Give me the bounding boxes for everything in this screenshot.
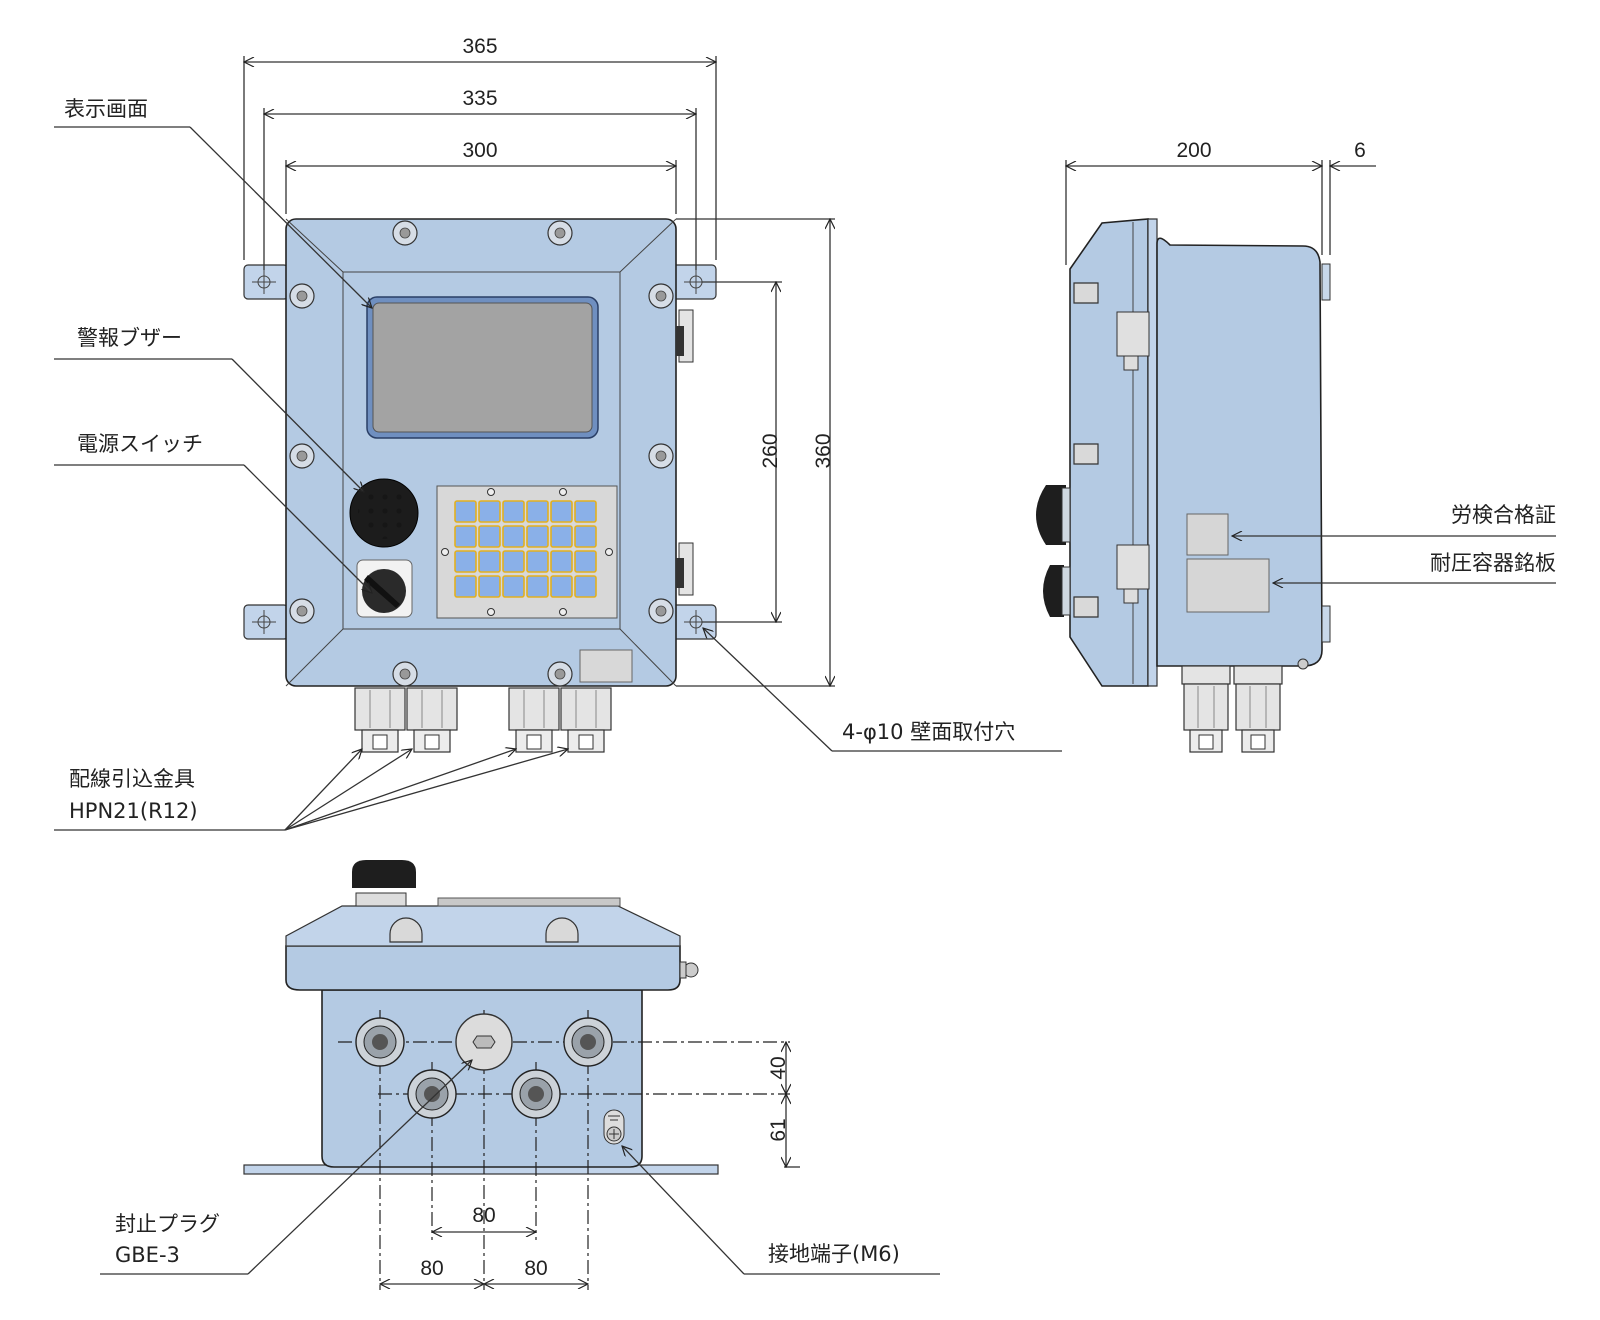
cable-glands-front <box>354 687 612 753</box>
dim-40: 40 <box>767 1056 790 1079</box>
dim-200: 200 <box>1176 139 1211 162</box>
power-switch-knob <box>356 559 413 618</box>
dim-80-left: 80 <box>420 1257 443 1280</box>
front-bolts <box>289 220 674 687</box>
keypad-key <box>454 550 477 573</box>
keypad-key <box>574 550 597 573</box>
front-labels: 表示画面 警報ブザー 電源スイッチ 配線引込金具 HPN21(R12) 4-φ1… <box>54 97 1062 831</box>
keypad-key <box>502 500 525 523</box>
keypad-key <box>574 575 597 598</box>
side-view <box>1036 218 1331 753</box>
label-ground: 接地端子(M6) <box>768 1242 900 1266</box>
dim-300: 300 <box>462 139 497 162</box>
side-dimensions: 200 6 <box>1066 139 1376 265</box>
keypad-key <box>550 550 573 573</box>
label-cable-gland-model: HPN21(R12) <box>69 799 198 823</box>
cable-gland <box>406 687 458 731</box>
dim-365: 365 <box>462 35 497 58</box>
label-wall-holes: 4-φ10 壁面取付穴 <box>842 720 1015 744</box>
inspection-certificate-plate <box>1186 513 1229 556</box>
keypad-key <box>502 525 525 548</box>
keypad-key <box>574 500 597 523</box>
display-screen <box>372 302 593 433</box>
keypad-key <box>550 500 573 523</box>
cable-gland <box>354 687 406 731</box>
side-buzzer <box>1036 485 1066 545</box>
keypad-key <box>478 525 501 548</box>
dim-61: 61 <box>767 1118 790 1141</box>
keypad-key <box>526 525 549 548</box>
label-pressure-plate: 耐圧容器銘板 <box>1430 551 1556 575</box>
cable-gland <box>508 687 560 731</box>
dim-360: 360 <box>812 433 835 468</box>
side-switch <box>1043 565 1064 617</box>
keypad-key <box>502 550 525 573</box>
keypad-key <box>526 575 549 598</box>
keypad-key <box>574 525 597 548</box>
keypad-screw <box>441 548 449 556</box>
front-nameplate <box>579 649 633 683</box>
keypad-key <box>526 550 549 573</box>
pressure-vessel-plate <box>1186 558 1270 613</box>
keypad-screw <box>487 488 495 496</box>
front-hinges <box>676 309 694 596</box>
bottom-view <box>243 860 790 1290</box>
cable-gland <box>560 687 612 731</box>
keypad-screw <box>605 548 613 556</box>
dim-335: 335 <box>462 87 497 110</box>
keypad-key <box>550 525 573 548</box>
side-cable-gland <box>1181 665 1231 685</box>
label-cable-gland: 配線引込金具 <box>69 767 195 791</box>
bottom-labels: 封止プラグ GBE-3 接地端子(M6) <box>100 1060 940 1275</box>
dim-260: 260 <box>759 433 782 468</box>
ground-terminal <box>603 1109 625 1145</box>
keypad-key <box>550 575 573 598</box>
dim-6: 6 <box>1354 139 1366 162</box>
bottom-knob <box>352 860 416 888</box>
cable-glands-side <box>1181 658 1309 753</box>
front-view <box>243 218 717 753</box>
side-labels: 労検合格証 耐圧容器銘板 <box>1232 503 1556 583</box>
keypad-screw <box>559 608 567 616</box>
keypad-key <box>478 500 501 523</box>
keypad-key <box>478 575 501 598</box>
label-plug-model: GBE-3 <box>115 1243 180 1267</box>
label-plug: 封止プラグ <box>115 1212 220 1236</box>
keypad-key <box>478 550 501 573</box>
front-dimensions: 365 335 300 260 360 <box>244 35 835 686</box>
keypad-screw <box>559 488 567 496</box>
keypad-key <box>502 575 525 598</box>
side-cable-gland <box>1233 665 1283 685</box>
bottom-glands <box>355 1017 613 1119</box>
dim-80-right: 80 <box>524 1257 547 1280</box>
label-display: 表示画面 <box>64 97 148 121</box>
keypad <box>436 485 618 619</box>
keypad-key <box>526 500 549 523</box>
dim-80-mid: 80 <box>472 1204 495 1227</box>
keypad-key <box>454 500 477 523</box>
keypad-key <box>454 525 477 548</box>
keypad-screw <box>487 608 495 616</box>
label-inspection-cert: 労検合格証 <box>1451 503 1556 527</box>
keypad-key <box>454 575 477 598</box>
label-power-switch: 電源スイッチ <box>77 432 203 456</box>
label-buzzer: 警報ブザー <box>77 326 182 350</box>
bottom-dimensions: 40 61 80 80 80 <box>380 1042 800 1284</box>
side-hinges <box>1116 311 1150 604</box>
